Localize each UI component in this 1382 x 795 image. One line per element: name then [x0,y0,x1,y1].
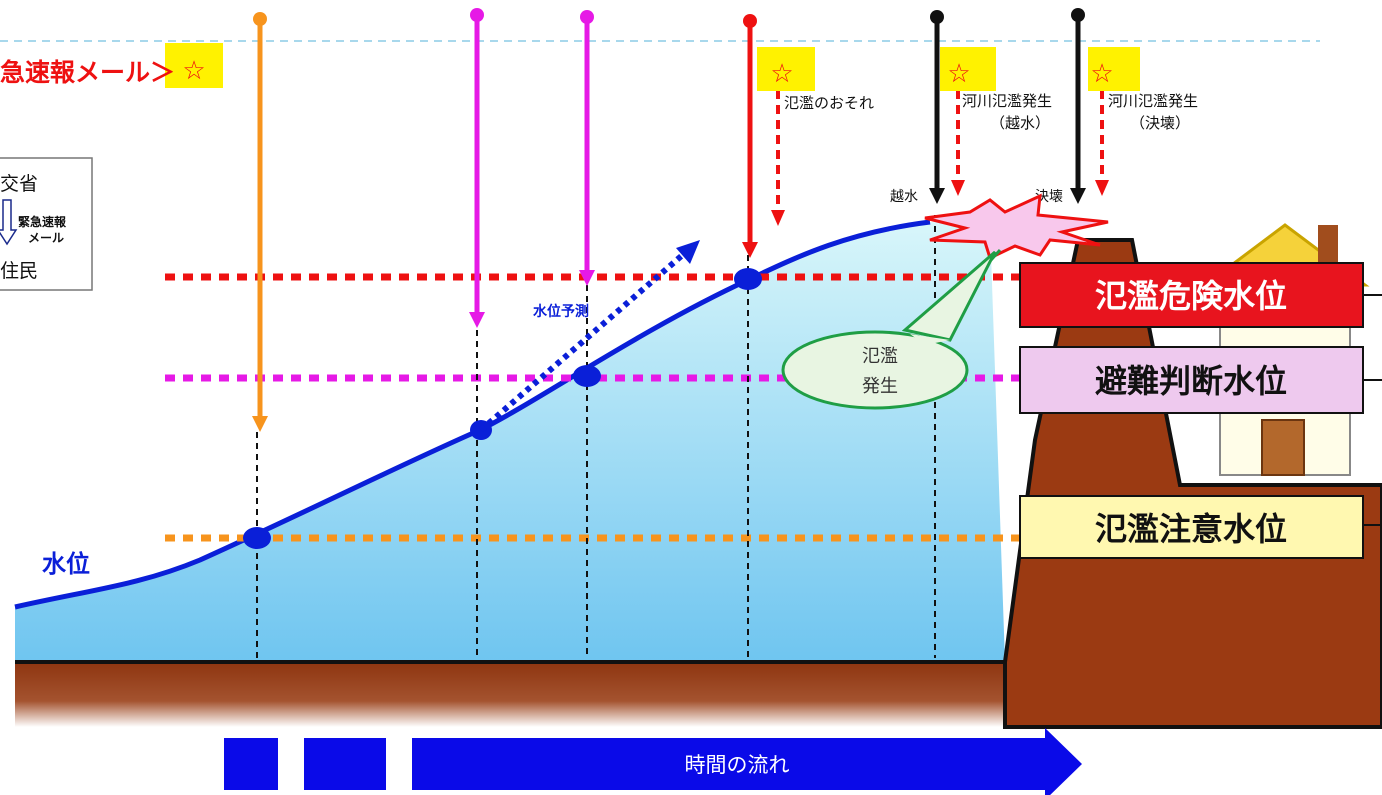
caution-level-label: 氾濫注意水位 [1095,510,1287,548]
prediction-arrow [479,240,700,433]
water-body [15,222,1005,662]
star-icon: ☆ [947,59,970,89]
mail-header-label: 急速報メール＞ [0,58,175,87]
star-icon: ☆ [770,59,793,89]
legend-mail-line2: メール [28,231,64,245]
breach-burst-icon [924,193,1109,261]
evacuation-level-label: 避難判断水位 [1095,362,1287,400]
overtop-label: 越水 [890,189,918,205]
arrow-red [742,14,758,258]
star-breach: ☆ [1088,47,1140,91]
point-danger [734,268,762,290]
legend-line1: 交省 [0,173,38,195]
arrow-black-overflow [929,10,945,204]
danger-level-label: 氾濫危険水位 [1095,277,1287,315]
mail-arrowhead-2 [951,180,965,196]
evacuation-level-box: 避難判断水位 [1019,346,1382,414]
event-overflow-line1: 河川氾濫発生 [962,92,1052,110]
point-evacuation [573,365,601,387]
caution-level-box: 氾濫注意水位 [1019,495,1382,559]
down-arrow-icon [0,199,18,246]
event-overflow-line2: （越水） [990,114,1050,132]
bubble-line2: 発生 [862,376,898,397]
legend-line2: 住民 [0,260,38,282]
arrow-orange [252,12,268,432]
star-overflow: ☆ [940,47,996,91]
mail-arrows [776,90,1104,212]
legend-box: 交省 緊急速報 メール 住民 [0,157,93,291]
danger-level-box: 氾濫危険水位 [1019,262,1382,328]
star-header: ☆ [165,43,223,88]
event-flood-risk: 氾濫のおそれ [784,94,874,112]
time-flow-label: 時間の流れ [685,753,790,777]
time-flow-bar: 時間の流れ [224,728,1082,795]
legend-mail-line1: 緊急速報 [18,214,67,229]
water-level-label: 水位 [42,550,90,578]
star-icon: ☆ [1090,59,1113,89]
arrow-magenta-1 [469,8,485,328]
star-icon: ☆ [182,56,205,86]
bubble-line1: 氾濫 [862,346,898,367]
mail-arrowhead-3 [1095,180,1109,196]
event-breach-line1: 河川氾濫発生 [1108,92,1198,110]
arrow-black-breach [1070,8,1086,204]
breach-label: 決壊 [1035,189,1063,205]
point-caution [243,527,271,549]
prediction-label: 水位予測 [533,303,589,320]
star-flood-risk: ☆ [757,47,815,91]
event-breach-line2: （決壊） [1130,114,1190,132]
flood-speech-bubble: 氾濫 発生 [781,248,1002,410]
mail-arrowhead-1 [771,210,785,226]
arrow-magenta-2 [579,10,595,286]
